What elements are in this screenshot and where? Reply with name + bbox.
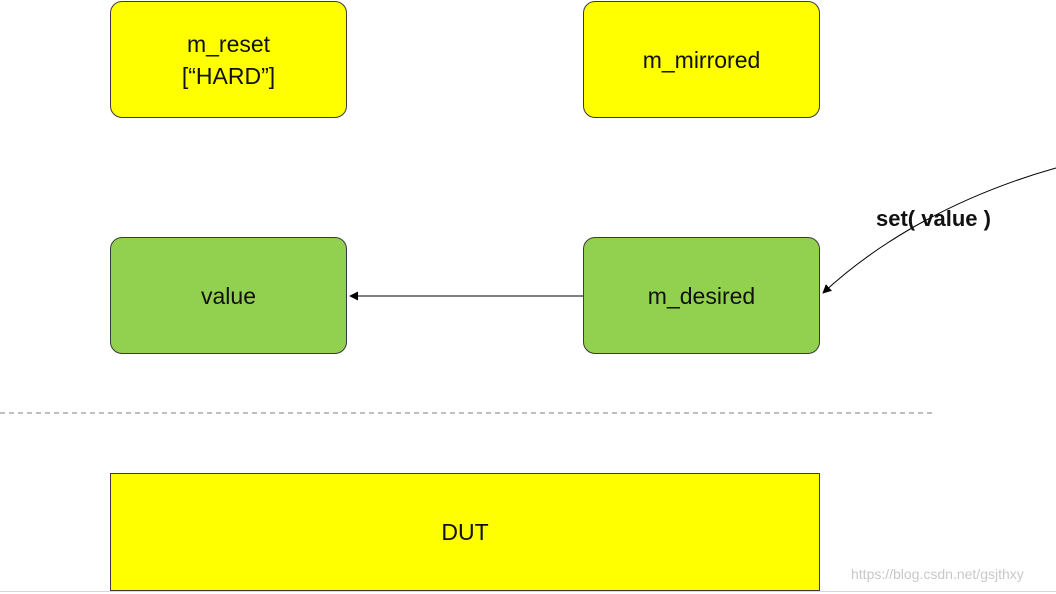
dut-box: DUT bbox=[110, 473, 820, 591]
watermark-text: https://blog.csdn.net/gsjthxy bbox=[851, 566, 1024, 582]
bottom-divider bbox=[0, 591, 1056, 592]
set-value-label: set( value ) bbox=[876, 206, 991, 231]
m-desired-label: m_desired bbox=[647, 282, 756, 309]
value-box: value bbox=[110, 237, 347, 354]
m-mirrored-box: m_mirrored bbox=[583, 1, 820, 118]
dut-label: DUT bbox=[441, 519, 489, 545]
m-desired-box: m_desired bbox=[583, 237, 820, 354]
m-reset-kind-label: [“HARD”] bbox=[181, 62, 276, 89]
value-label: value bbox=[201, 282, 256, 309]
set-value-arrow bbox=[822, 167, 1056, 294]
m-reset-label: m_reset bbox=[186, 30, 271, 57]
m-mirrored-label: m_mirrored bbox=[642, 46, 761, 73]
m-reset-box: m_reset [“HARD”] bbox=[110, 1, 347, 118]
